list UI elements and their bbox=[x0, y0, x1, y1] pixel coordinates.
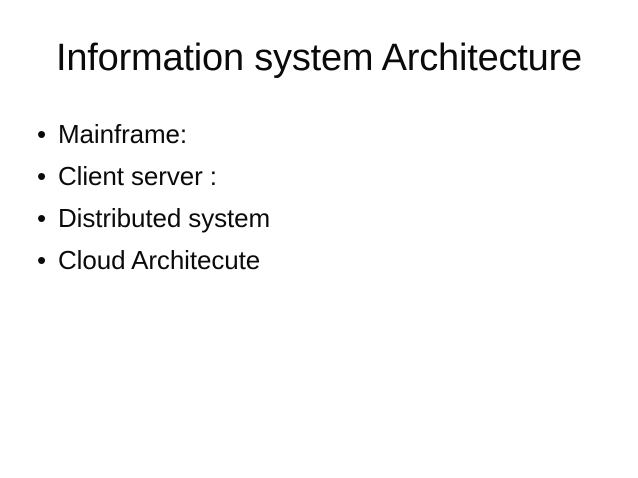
bullet-item-label: Mainframe: bbox=[58, 119, 188, 149]
bullet-point-icon: • bbox=[37, 203, 47, 233]
bullet-point-icon: • bbox=[37, 161, 47, 191]
bullet-point-icon: • bbox=[37, 245, 47, 275]
bullet-point-icon: • bbox=[37, 119, 47, 149]
bullet-item-label: Cloud Architecute bbox=[58, 245, 261, 275]
list-item: • Distributed system bbox=[32, 197, 592, 239]
bullet-item-label: Client server : bbox=[58, 161, 217, 191]
list-item: • Mainframe: bbox=[32, 113, 592, 155]
bullet-item-label: Distributed system bbox=[58, 203, 271, 233]
list-item: • Client server : bbox=[32, 155, 592, 197]
slide-bullet-list: • Mainframe: • Client server : • Distrib… bbox=[32, 113, 592, 281]
slide-title: Information system Architecture bbox=[55, 37, 582, 79]
list-item: • Cloud Architecute bbox=[32, 239, 592, 281]
